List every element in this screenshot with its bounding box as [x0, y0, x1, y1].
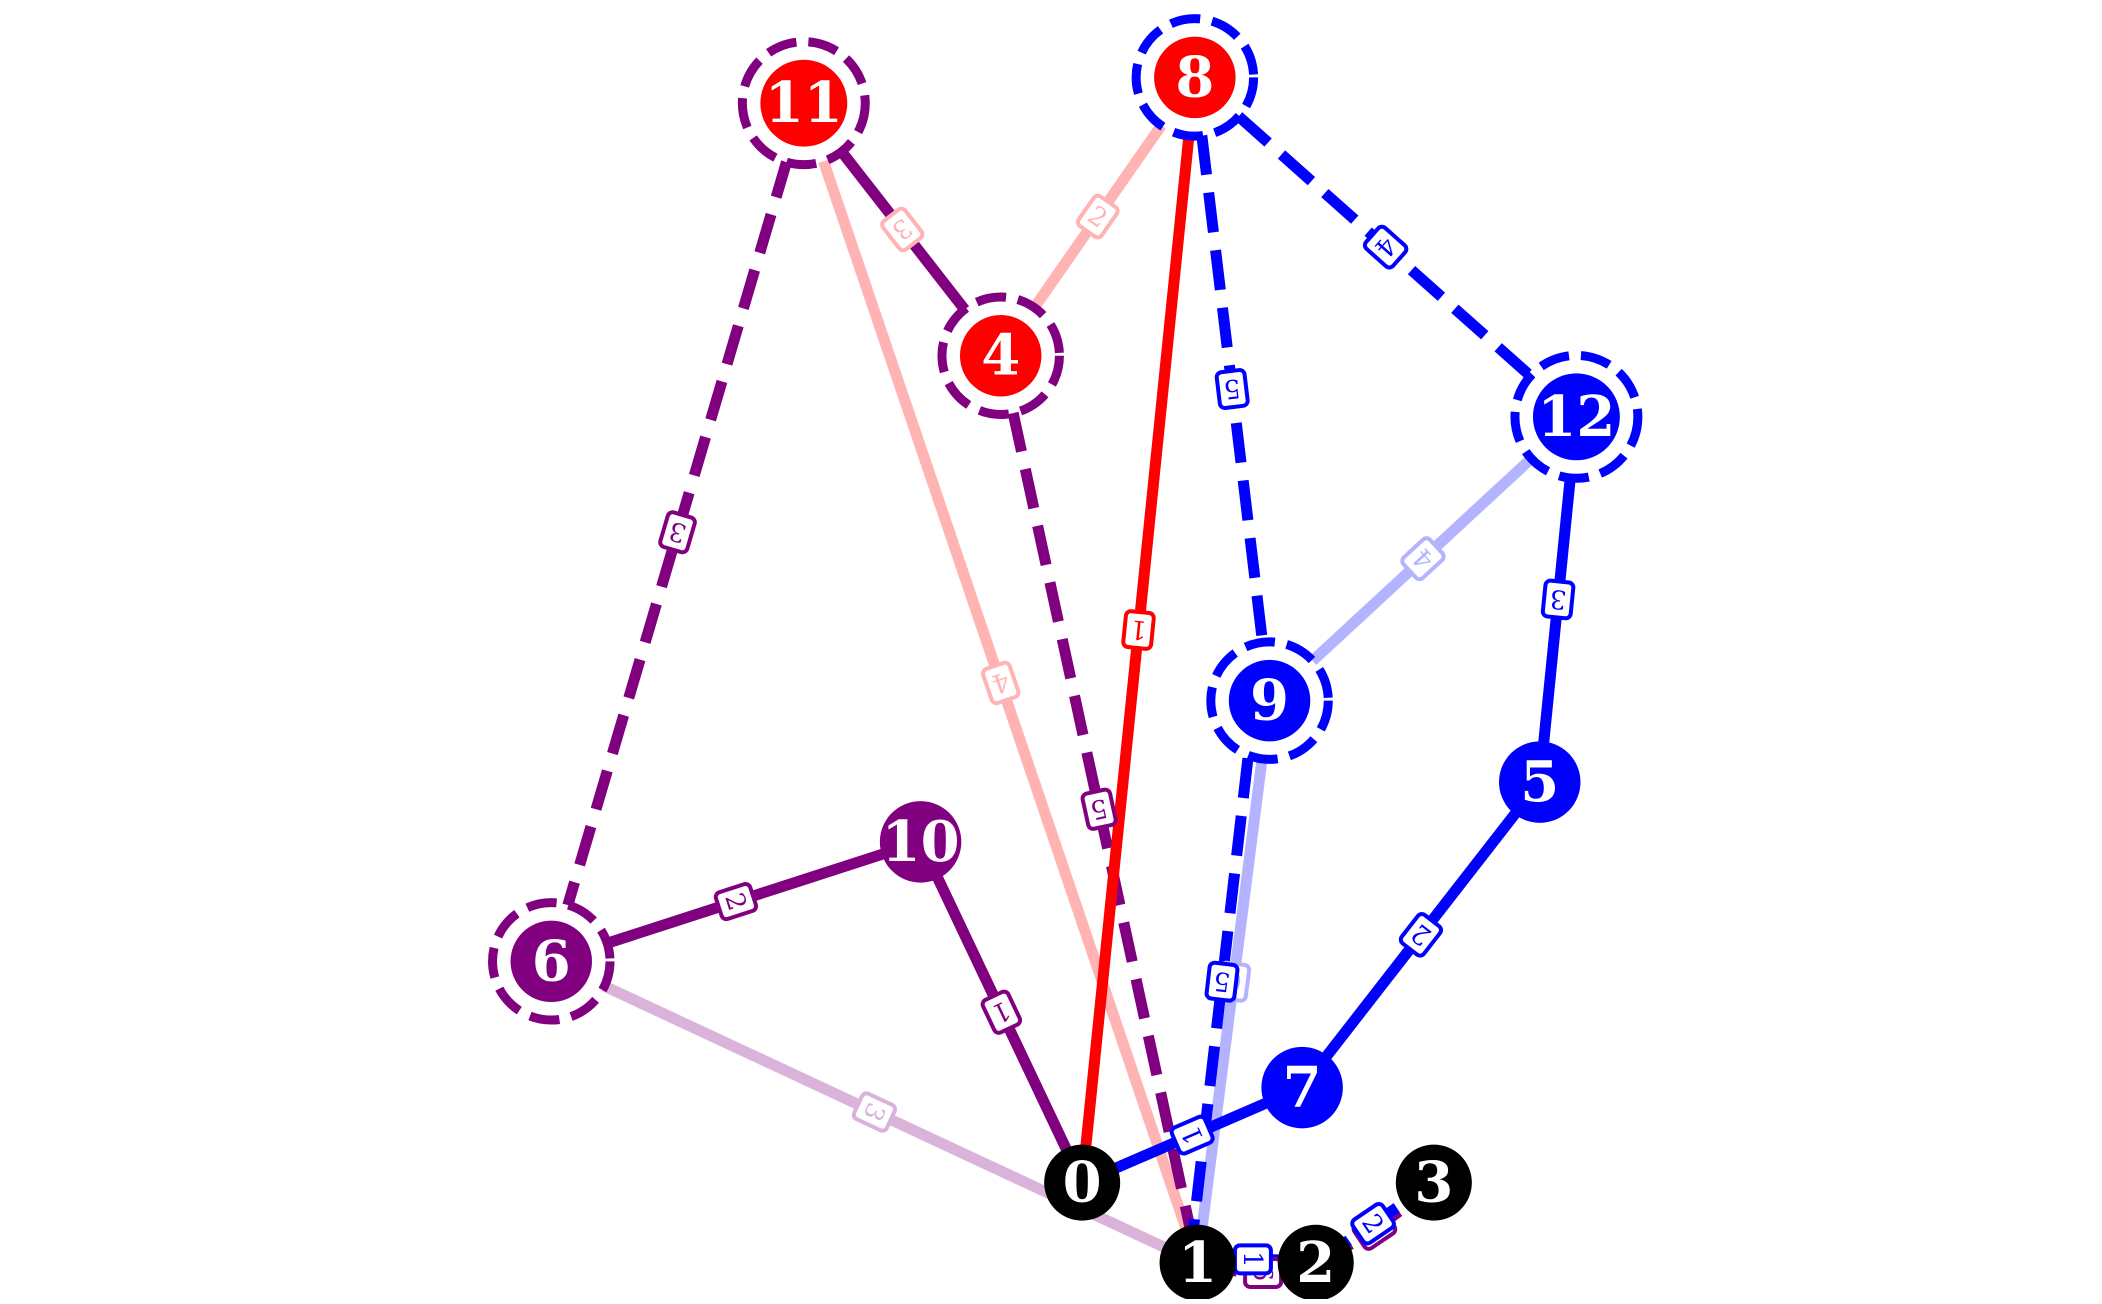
node-circle — [510, 920, 593, 1003]
node-5: 5 — [1499, 741, 1581, 823]
edge-label-2-3: 2 — [1350, 1201, 1396, 1246]
node-0: 0 — [1044, 1144, 1121, 1221]
edge-weight: 3 — [1548, 583, 1567, 615]
edge-weight: 5 — [1088, 792, 1111, 825]
edge-9-1 — [1183, 699, 1261, 1264]
node-8: 8 — [1131, 14, 1259, 141]
edge-label-8-9: 5 — [1214, 368, 1250, 410]
edge-weight: 5 — [1212, 965, 1232, 997]
node-circle — [1261, 1046, 1343, 1129]
node-12: 12 — [1510, 350, 1643, 483]
node-label: 6 — [532, 928, 571, 994]
edge-label-6-1: 3 — [851, 1091, 898, 1133]
edge-weight: 1 — [1237, 1251, 1267, 1268]
edge-label-11-1: 4 — [980, 660, 1021, 706]
node-2: 2 — [1277, 1224, 1354, 1301]
node-label: 10 — [882, 809, 960, 875]
node-label: 9 — [1250, 668, 1289, 734]
node-11: 11 — [737, 37, 870, 170]
node-circle — [1532, 373, 1620, 461]
node-circle — [1159, 1224, 1236, 1301]
node-circle — [959, 315, 1042, 397]
node-circle — [1044, 1144, 1121, 1221]
edge-label-9-1: 5 — [1204, 960, 1240, 1003]
edge-weight: 1 — [1129, 613, 1149, 645]
node-label: 7 — [1283, 1055, 1322, 1121]
node-label: 2 — [1296, 1230, 1335, 1296]
edge-label-8-0: 1 — [1121, 609, 1156, 651]
node-3: 3 — [1395, 1144, 1472, 1221]
edge-label-1-2: 1 — [1232, 1243, 1273, 1276]
node-label: 8 — [1175, 44, 1214, 110]
node-1: 1 — [1159, 1224, 1236, 1301]
node-circle — [1499, 741, 1581, 823]
edge-label-12-9: 4 — [1400, 536, 1446, 582]
edge-weight: 5 — [1222, 372, 1242, 404]
node-circle — [1277, 1224, 1354, 1301]
node-label: 12 — [1537, 384, 1615, 450]
node-circle — [760, 59, 848, 147]
node-label: 5 — [1520, 749, 1559, 815]
edge-label-6-10: 2 — [713, 882, 759, 922]
node-label: 0 — [1063, 1150, 1102, 1216]
edge-labels-layer: 423463352161543521121 — [658, 193, 1576, 1289]
node-9: 9 — [1206, 637, 1333, 764]
edge-label-12-5: 3 — [1540, 578, 1576, 621]
edges-layer — [545, 73, 1582, 1279]
node-label: 3 — [1414, 1150, 1453, 1216]
node-circle — [1228, 659, 1311, 742]
node-circle — [1395, 1144, 1472, 1221]
edge-label-4-1: 5 — [1080, 787, 1118, 831]
edge-label-10-0: 1 — [980, 989, 1023, 1035]
edge-label-8-12: 4 — [1362, 224, 1409, 270]
edge-label-11-4: 3 — [880, 206, 925, 253]
node-4: 4 — [937, 292, 1064, 419]
node-label: 11 — [765, 70, 843, 136]
node-7: 7 — [1261, 1046, 1343, 1129]
edge-label-5-7: 2 — [1398, 912, 1444, 958]
node-10: 10 — [879, 801, 962, 883]
node-label: 4 — [981, 323, 1020, 389]
node-label: 1 — [1178, 1230, 1217, 1296]
edge-label-4-8: 2 — [1075, 193, 1120, 240]
edge-11-6 — [545, 101, 810, 963]
node-6: 6 — [488, 898, 615, 1025]
edge-label-11-6: 3 — [658, 510, 697, 555]
edge-label-7-0: 1 — [1169, 1114, 1215, 1156]
node-circle — [1154, 36, 1236, 119]
node-circle — [879, 801, 962, 883]
